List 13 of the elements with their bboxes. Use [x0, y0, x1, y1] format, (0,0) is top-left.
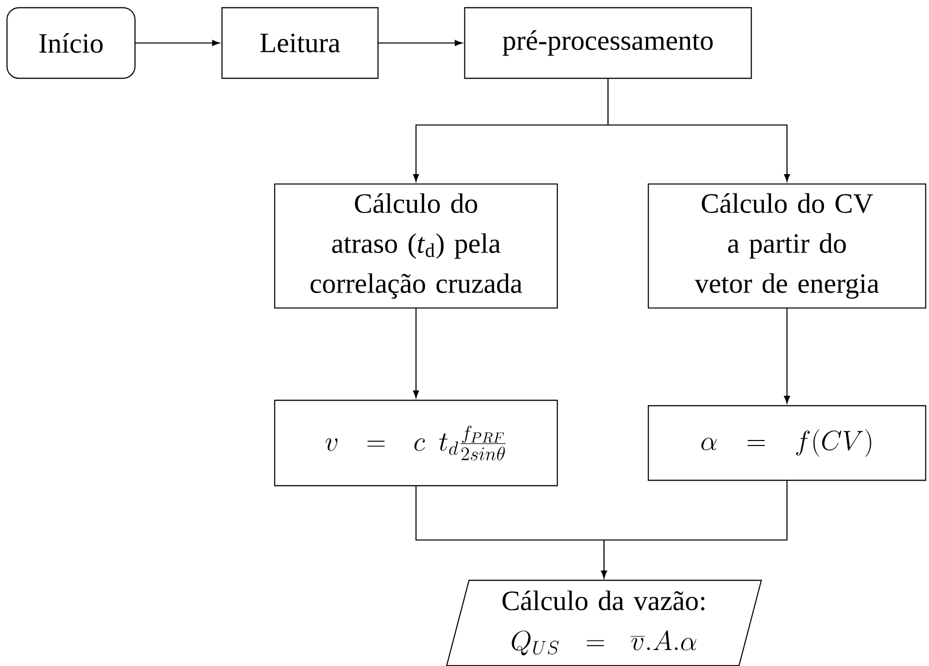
- process-box: pré-processamento: [464, 7, 752, 79]
- arrow: [413, 308, 419, 398]
- arrow: [378, 40, 462, 46]
- arrow: [601, 480, 788, 578]
- process-box: Leitura: [221, 7, 379, 79]
- arrow: [784, 308, 790, 404]
- arrow: [607, 78, 790, 182]
- process-box: $v \;=\; c\; t_d\frac{f_{PRF}}{2sin\theta}$: [274, 400, 558, 486]
- process-box: $\alpha \;=\; f(CV)$: [648, 405, 926, 481]
- arrow: [136, 40, 220, 46]
- process-box: Cálculo do CV a partir do vetor de energia: [648, 183, 926, 309]
- start-box: Início: [6, 7, 136, 79]
- process-box: Cálculo do atraso (t$_{d}$) pela correlação cruzada: [274, 183, 558, 309]
